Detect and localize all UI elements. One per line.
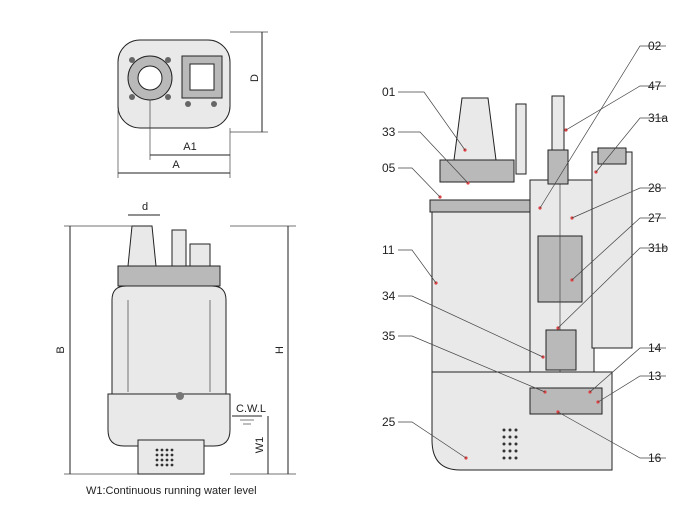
section-cable-box: [591, 151, 633, 349]
callout-16: 16: [648, 451, 662, 465]
callout-34: 34: [382, 289, 396, 303]
callout-31b: 31b: [648, 241, 668, 255]
top-view-bolt: [129, 57, 135, 63]
section-air-pipe: [515, 103, 527, 175]
section-outlet-nozzle: [453, 97, 497, 161]
top-view-bolt: [129, 94, 135, 100]
callout-28: 28: [648, 181, 662, 195]
front-motor-body: [111, 285, 227, 395]
dim-label-b: B: [55, 346, 67, 353]
callout-13: 13: [648, 369, 662, 383]
section-cable-nut: [547, 149, 569, 185]
dim-label-outlet-d: d: [142, 201, 148, 213]
cwl-label: C.W.L: [236, 403, 266, 415]
front-drain-plug: [176, 392, 184, 400]
section-outer-casing: [431, 211, 531, 373]
callout-31a: 31a: [648, 111, 668, 125]
section-top-plate: [429, 199, 541, 213]
top-view-cable-entry: [189, 63, 215, 91]
front-pump-housing: [107, 393, 231, 447]
section-strainer-holes: [502, 428, 518, 460]
dim-label-w1: W1: [254, 437, 266, 454]
front-top-flange: [117, 265, 221, 287]
callout-25: 25: [382, 415, 396, 429]
front-strainer: [137, 439, 205, 475]
section-cable-gland: [551, 95, 565, 157]
dim-label-d: D: [249, 74, 261, 82]
top-view-bolt: [165, 57, 171, 63]
section-pump-housing: [431, 371, 613, 471]
section-view: 01 33 05 11 34 35 25 02 47 31a 28 27 31b…: [382, 39, 668, 471]
front-outlet-pipe: [127, 225, 157, 267]
section-outlet-flange: [439, 159, 515, 183]
callout-02: 02: [648, 39, 662, 53]
top-view-outlet-bore: [137, 65, 163, 91]
dim-label-h: H: [274, 346, 286, 354]
section-cable-cap: [597, 147, 627, 165]
callout-35: 35: [382, 329, 396, 343]
dim-label-a: A: [172, 159, 180, 171]
top-view-bolt: [165, 94, 171, 100]
top-view-bolt: [211, 101, 217, 107]
front-strainer-holes: [155, 448, 174, 467]
callout-05: 05: [382, 161, 396, 175]
callout-01: 01: [382, 85, 396, 99]
callout-33: 33: [382, 125, 396, 139]
front-view: d B H C.W.L W1 W1:Continuous running wat…: [55, 201, 296, 497]
callout-11: 11: [382, 243, 395, 257]
top-view: D A1 A: [117, 31, 268, 178]
dim-label-a1: A1: [183, 141, 196, 153]
section-seal: [545, 329, 577, 371]
w1-note: W1:Continuous running water level: [86, 485, 257, 497]
callout-14: 14: [648, 341, 662, 355]
callout-47: 47: [648, 79, 662, 93]
callout-27: 27: [648, 211, 662, 225]
top-view-cable-box: [181, 55, 223, 99]
top-view-bolt: [185, 101, 191, 107]
